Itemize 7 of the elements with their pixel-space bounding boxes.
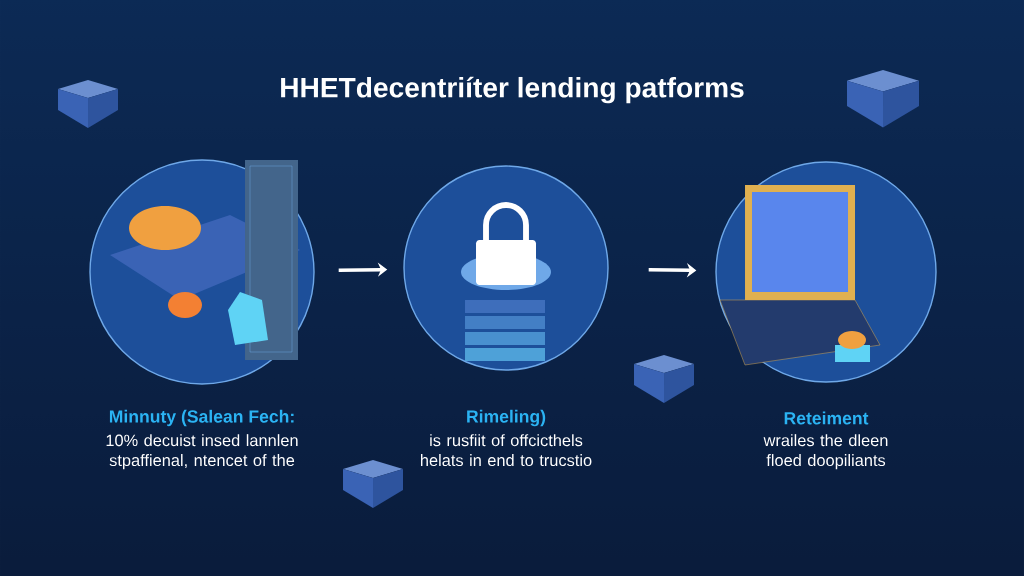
step-description: wrailes the dleen floed doopiliants xyxy=(763,434,888,470)
step-description: 10% decuist insed lannlen stpaffienal, ntencet of the xyxy=(106,434,298,470)
step-heading: Minnuty (Salean Fech: xyxy=(109,409,294,427)
title: HHETdecentriíter lending patforms xyxy=(281,76,744,104)
step-heading: Rimeling) xyxy=(467,409,546,427)
step-description: is rusfiit of offcicthels helats in end to trucstio xyxy=(421,434,592,467)
step-heading: Reteiment xyxy=(784,411,869,425)
